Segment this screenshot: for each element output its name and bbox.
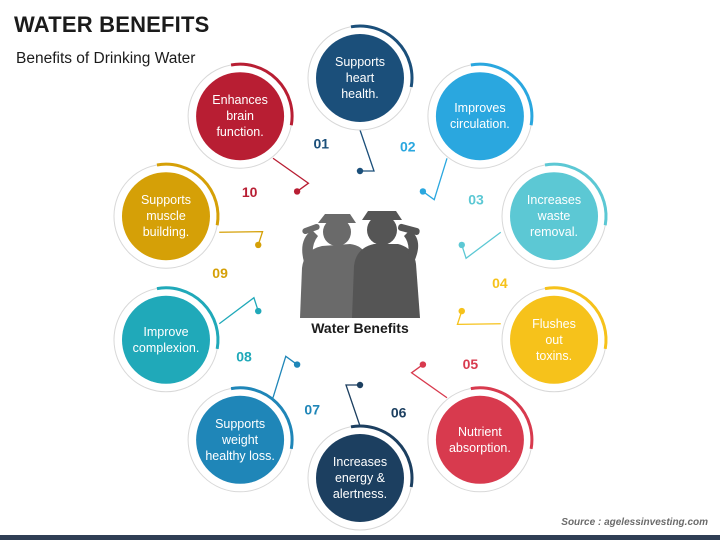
source-note: Source : agelessinvesting.com [561,517,708,528]
connector-line-01 [359,129,375,172]
benefit-text-line: waste [537,209,571,223]
benefit-accent-arc [470,62,534,126]
benefit-node-01: Supports heart health. [307,24,414,131]
connector-dot-09 [255,241,262,249]
benefit-text-line: toxins. [536,349,572,363]
benefit-text-line: out [545,333,563,347]
benefit-text-line: Supports [215,417,265,431]
benefit-text-line: absorption. [449,441,511,455]
benefit-circle [316,434,404,522]
benefit-number-08: 08 [236,348,252,364]
connector-dot-07 [293,361,301,368]
benefit-number-05: 05 [463,356,479,372]
benefit-text-line: Increases [527,193,581,207]
benefit-nodes: Supports heart health. Improves circulation.… [113,24,608,531]
benefit-text-line: Improve [143,325,188,339]
benefit-text-line: health. [341,87,379,101]
benefit-number-07: 07 [304,402,320,418]
benefit-number-04: 04 [492,275,508,291]
benefit-accent-arc [350,24,414,88]
benefit-circle [121,295,210,384]
connector-line-04 [456,310,501,326]
connector-dot-01 [356,167,364,175]
benefit-circle [196,395,285,484]
benefit-text-line: Supports [141,193,191,207]
benefit-text-line: function. [216,125,263,139]
benefit-circle [316,34,404,122]
benefit-text-line: heart [346,71,375,85]
benefit-text-line: weight [221,433,259,447]
connector-lines: 01 02 03 04 05 06 07 08 09 10 [212,129,508,427]
connector-line-06 [345,384,361,427]
center-label: Water Benefits [311,320,409,336]
bottom-bar [0,535,720,540]
benefit-circle [435,395,524,484]
benefit-text-line: Nutrient [458,425,502,439]
connector-dot-10 [293,188,301,195]
benefit-accent-arc [544,162,608,226]
connector-line-02 [422,158,448,201]
benefit-accent-arc [156,162,220,226]
benefit-number-03: 03 [468,192,484,208]
benefit-node-09: Supports muscle building. [113,162,220,269]
benefit-number-02: 02 [400,138,416,154]
benefit-text-line: energy & [335,471,386,485]
benefit-circle [435,72,524,161]
connector-dot-08 [255,307,262,315]
connector-dot-05 [419,361,427,368]
benefit-accent-arc [230,62,294,126]
benefit-text-line: Increases [333,455,387,469]
connector-line-05 [410,364,448,399]
benefit-number-10: 10 [242,184,258,200]
benefit-node-02: Improves circulation. [427,62,534,169]
benefit-text-line: Supports [335,55,385,69]
benefit-node-04: Flushes out toxins. [501,286,608,393]
benefit-circle [196,72,285,161]
benefit-accent-arc [230,386,294,450]
connector-line-08 [218,296,259,325]
connector-line-09 [219,230,264,246]
connector-line-10 [272,157,310,192]
benefit-circle [510,295,599,384]
connector-line-03 [461,231,502,260]
benefit-text-line: brain [226,109,254,123]
connector-dot-02 [419,188,427,195]
benefit-text-line: healthy loss. [205,449,274,463]
benefit-number-01: 01 [314,135,330,151]
benefit-text-line: complexion. [133,341,200,355]
page-title: WATER BENEFITS [14,12,210,37]
connector-dot-03 [458,241,465,249]
benefit-text-line: removal. [530,225,578,239]
benefit-text-line: Flushes [532,317,576,331]
benefit-text-line: Improves [454,101,505,115]
connector-dot-04 [458,307,465,315]
benefit-accent-arc [350,424,414,488]
benefit-text-line: Enhances [212,93,268,107]
benefit-text-line: building. [143,225,190,239]
benefit-number-06: 06 [391,405,407,421]
benefit-node-10: Enhances brain function. [187,62,294,169]
benefit-accent-arc [470,386,534,450]
benefit-circle [510,172,599,261]
benefit-node-08: Improve complexion. [113,286,220,393]
benefit-node-06: Increases energy & alertness. [307,424,414,531]
connector-dot-06 [356,381,364,389]
benefit-circle [121,172,210,261]
benefit-node-03: Increases waste removal. [501,162,608,269]
benefit-node-07: Supports weight healthy loss. [187,386,294,493]
people-drinking-water-icon [300,211,420,318]
benefit-accent-arc [156,286,220,350]
benefit-text-line: muscle [146,209,186,223]
benefit-accent-arc [544,286,608,350]
benefit-node-05: Nutrient absorption. [427,386,534,493]
benefit-text-line: circulation. [450,117,510,131]
connector-line-07 [272,355,298,398]
benefit-number-09: 09 [212,265,228,281]
page-subtitle: Benefits of Drinking Water [16,50,196,67]
benefit-text-line: alertness. [333,487,387,501]
